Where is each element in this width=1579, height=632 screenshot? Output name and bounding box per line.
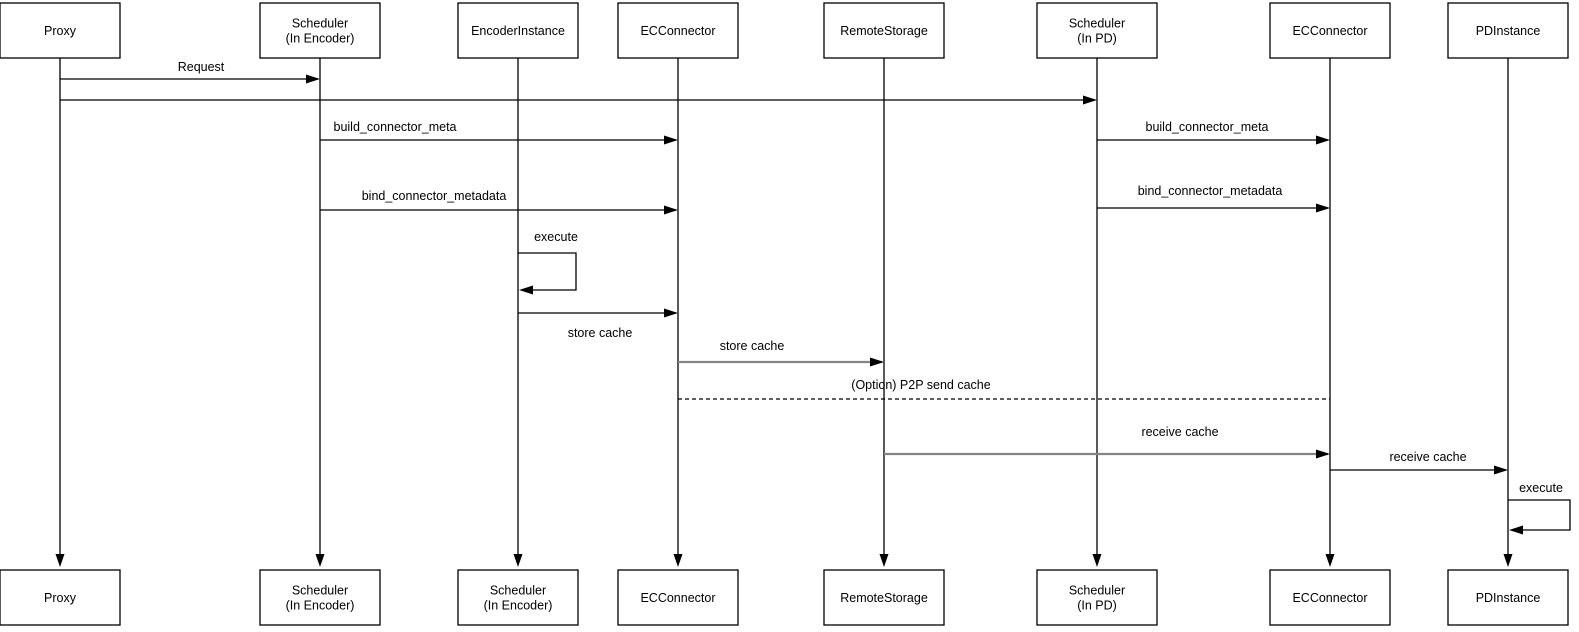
self-message-arrowhead-icon-execute-pd-instance [1509,525,1523,535]
message-arrowhead-icon-request [306,74,320,84]
message-arrowhead-icon-build-connector-meta-pd [1316,135,1330,145]
actor-box-scheduler-in-pd-bottom [1036,569,1158,626]
message-arrowhead-icon-store-cache-to-remotestorage [870,357,884,367]
lifeline-arrowhead-icon-encoder-instance [513,554,523,567]
actor-label-proxy-top: Proxy [44,24,77,38]
actor-box-proxy-top [0,2,121,59]
lifeline-arrowhead-icon-ec-connector-encoder [673,554,683,567]
actor-box-remote-storage-bottom [823,569,945,626]
message-arrowhead-icon-bind-connector-metadata-encoder [664,205,678,215]
message-label-request: Request [178,60,225,74]
actor-label-scheduler-in-encoder-bottom-line1: Scheduler [292,584,348,598]
actor-label-scheduler-in-pd-top-line1: Scheduler [1069,17,1125,31]
actor-label-ec-connector-pd-top: ECConnector [1292,24,1367,38]
lifeline-arrowhead-icon-pd-instance [1503,554,1513,567]
actor-label-encoder-instance-bottom-line2: (In Encoder) [484,599,553,613]
lifeline-arrowhead-icon-remote-storage [879,554,889,567]
actor-box-ec-connector-encoder-top [617,2,739,59]
actor-box-remote-storage-top [823,2,945,59]
actor-box-pd-instance-bottom [1447,569,1569,626]
actor-label-remote-storage-bottom: RemoteStorage [840,591,928,605]
lifeline-arrowhead-icon-scheduler-in-encoder [315,554,325,567]
message-arrowhead-icon-receive-cache-to-ecconnector [1316,449,1330,459]
message-label-store-cache-to-ecconnector: store cache [568,326,633,340]
lifeline-arrowhead-icon-scheduler-in-pd [1092,554,1102,567]
actor-label-proxy-bottom: Proxy [44,591,77,605]
message-arrowhead-icon-build-connector-meta-encoder [664,135,678,145]
actor-label-scheduler-in-pd-top-line2: (In PD) [1077,32,1117,46]
message-arrowhead-icon-bind-connector-metadata-pd [1316,203,1330,213]
message-label-p2p-send-cache: (Option) P2P send cache [851,378,990,392]
actor-box-encoder-instance-bottom [457,569,579,626]
message-label-bind-connector-metadata-encoder: bind_connector_metadata [362,189,507,203]
actor-label-pd-instance-bottom: PDInstance [1476,591,1541,605]
actor-label-encoder-instance-top: EncoderInstance [471,24,565,38]
actor-label-scheduler-in-encoder-top-line2: (In Encoder) [286,32,355,46]
actor-label-scheduler-in-pd-bottom-line1: Scheduler [1069,584,1125,598]
actor-box-encoder-instance-top [457,2,579,59]
actor-box-ec-connector-pd-bottom [1269,569,1391,626]
message-arrowhead-icon-store-cache-to-ecconnector [664,308,678,318]
actor-label-scheduler-in-encoder-bottom-line2: (In Encoder) [286,599,355,613]
message-label-receive-cache-to-ecconnector: receive cache [1141,425,1218,439]
actor-label-remote-storage-top: RemoteStorage [840,24,928,38]
self-message-line-execute-encoder-instance [518,252,577,291]
actor-box-ec-connector-pd-top [1269,2,1391,59]
message-label-bind-connector-metadata-pd: bind_connector_metadata [1138,184,1283,198]
self-message-line-execute-pd-instance [1508,499,1571,531]
actor-box-ec-connector-encoder-bottom [617,569,739,626]
self-message-label-execute-pd-instance: execute [1519,481,1563,495]
actor-box-scheduler-in-encoder-bottom [259,569,381,626]
actor-box-scheduler-in-encoder-top [259,2,381,59]
message-label-store-cache-to-remotestorage: store cache [720,339,785,353]
actor-label-ec-connector-pd-bottom: ECConnector [1292,591,1367,605]
actor-box-pd-instance-top [1447,2,1569,59]
self-message-arrowhead-icon-execute-encoder-instance [519,285,533,295]
actor-label-ec-connector-encoder-top: ECConnector [640,24,715,38]
actor-label-pd-instance-top: PDInstance [1476,24,1541,38]
actor-label-ec-connector-encoder-bottom: ECConnector [640,591,715,605]
actor-box-proxy-bottom [0,569,121,626]
lifeline-arrowhead-icon-proxy [55,554,65,567]
actor-label-scheduler-in-pd-bottom-line2: (In PD) [1077,599,1117,613]
actor-label-encoder-instance-bottom-line1: Scheduler [490,584,546,598]
message-arrowhead-icon-request-forward-to-pd [1083,95,1097,105]
actor-box-scheduler-in-pd-top [1036,2,1158,59]
actor-label-scheduler-in-encoder-top-line1: Scheduler [292,17,348,31]
message-label-build-connector-meta-encoder: build_connector_meta [334,120,457,134]
self-message-label-execute-encoder-instance: execute [534,230,578,244]
message-label-build-connector-meta-pd: build_connector_meta [1146,120,1269,134]
message-label-receive-cache-to-pdinstance: receive cache [1389,450,1466,464]
lifeline-arrowhead-icon-ec-connector-pd [1325,554,1335,567]
message-arrowhead-icon-receive-cache-to-pdinstance [1494,465,1508,475]
